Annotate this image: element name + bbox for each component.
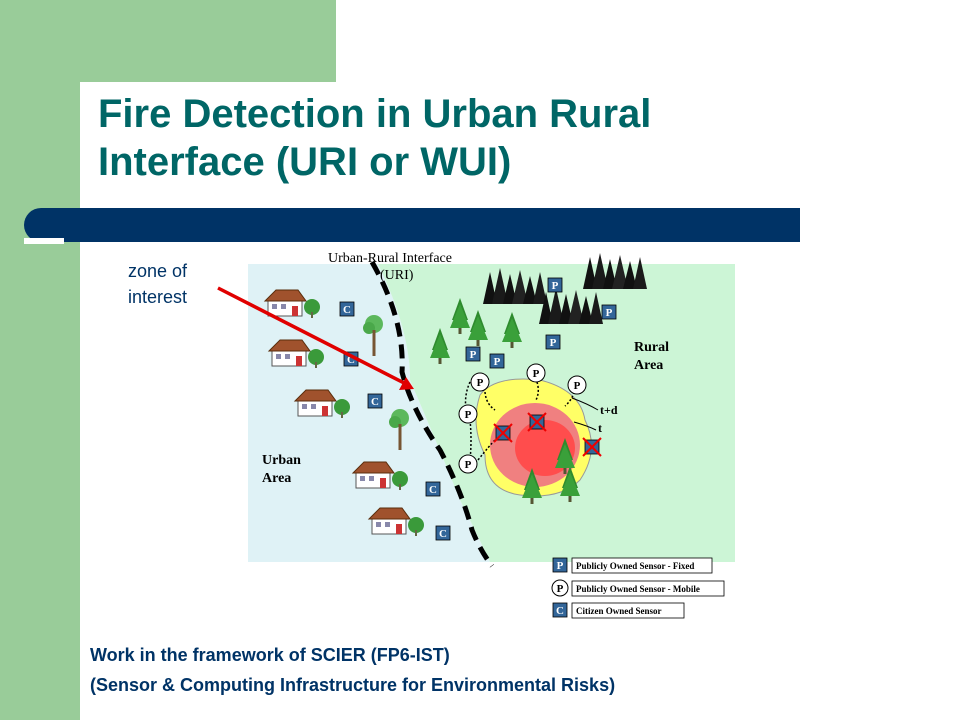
footer-text: Work in the framework of SCIER (FP6-IST)… [90,640,615,700]
legend-item-mobile: P Publicly Owned Sensor - Mobile [551,579,725,597]
citizen-sensor: C [425,481,441,497]
uri-boundary-line [369,260,495,568]
fixed-sensor: P [545,334,561,350]
fixed-sensor: P [465,346,481,362]
front-label-now: t [598,421,602,435]
svg-text:P: P [470,349,477,361]
front-marker-future [571,397,599,411]
svg-text:P: P [550,337,557,349]
svg-text:P: P [552,280,559,292]
svg-text:C: C [556,605,564,617]
svg-text:C: C [343,304,351,316]
rural-area-label: Rural [634,340,669,355]
svg-text:P: P [465,409,472,421]
svg-text:Publicly Owned Sensor - Fixed: Publicly Owned Sensor - Fixed [576,561,694,571]
destroyed-sensor [527,412,547,432]
fixed-sensor: P [547,277,563,293]
legend-item-fixed: P Publicly Owned Sensor - Fixed [552,557,713,574]
divider-notch [24,238,64,244]
footer-line-2: (Sensor & Computing Infrastructure for E… [90,675,616,695]
svg-text:C: C [371,396,379,408]
mobile-sensor: P [567,375,587,395]
title-divider-bar [24,208,800,242]
citizen-sensor: C [435,525,451,541]
svg-text:P: P [557,560,564,572]
svg-text:P: P [557,583,564,595]
svg-text:P: P [465,459,472,471]
svg-text:C: C [439,528,447,540]
urban-area-label-2: Area [262,471,291,486]
svg-text:P: P [477,377,484,389]
footer-line-1: Work in the framework of SCIER (FP6-IST) [90,645,450,665]
mobile-sensor: P [470,372,490,392]
mobile-sensor: P [458,404,478,424]
legend: P Publicly Owned Sensor - Fixed P Public… [551,557,725,619]
destroyed-sensor [493,423,513,443]
urban-area-label: Urban [262,453,301,468]
svg-text:P: P [533,368,540,380]
svg-text:P: P [606,307,613,319]
svg-text:P: P [574,380,581,392]
svg-text:C: C [347,354,355,366]
zone-of-interest-label: zone of interest [128,261,188,307]
top-decor-panel [80,0,336,82]
left-decor-panel [0,0,80,720]
slide-title: Fire Detection in Urban Rural Interface … [98,92,652,184]
mobile-sensor: P [526,363,546,383]
zone-arrow [217,286,407,386]
citizen-sensor: C [339,301,355,317]
mobile-sensor: P [458,454,478,474]
fixed-sensor: P [489,353,505,369]
uri-label: Urban-Rural Interface [328,251,452,266]
citizen-sensor: C [367,393,383,409]
destroyed-sensor [582,437,602,457]
svg-text:C: C [429,484,437,496]
front-label-future: t+d [600,403,618,417]
rural-area-label-2: Area [634,358,663,373]
legend-item-citizen: C Citizen Owned Sensor [552,602,685,619]
uri-label-abbrev: (URI) [380,268,414,283]
front-marker-now [573,421,597,431]
zone-arrow-head [399,377,414,390]
svg-text:Publicly Owned Sensor - Mobile: Publicly Owned Sensor - Mobile [576,584,700,594]
svg-text:P: P [494,356,501,368]
svg-text:Citizen Owned Sensor: Citizen Owned Sensor [576,606,662,616]
fixed-sensor: P [601,304,617,320]
